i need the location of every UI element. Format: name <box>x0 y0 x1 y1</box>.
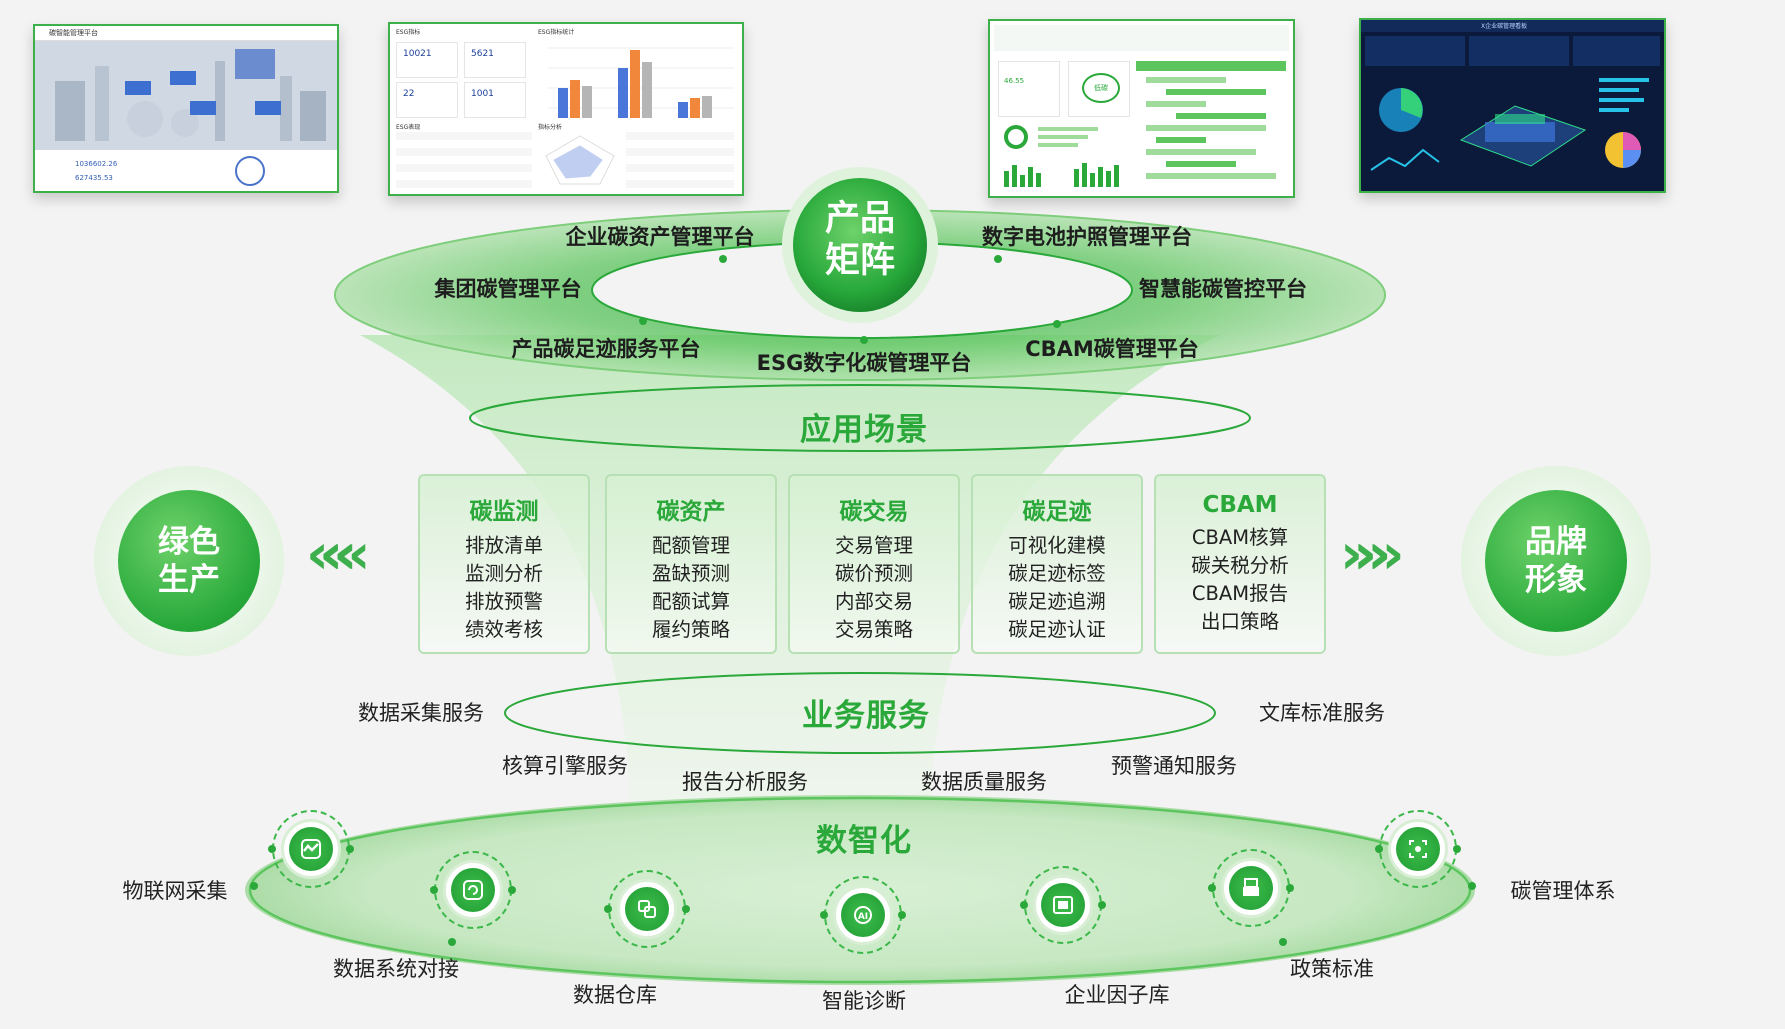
shot3-gantt <box>1136 61 1286 179</box>
shot1-value2: 627435.53 <box>75 174 113 182</box>
scenario-card: 碳足迹 可视化建模 碳足迹标签 碳足迹追溯 碳足迹认证 <box>971 474 1143 654</box>
screenshot-dark-dashboard: X企业碳管理看板 <box>1359 18 1666 193</box>
digital-label: 碳管理体系 <box>1510 879 1616 903</box>
card-item: 履约策略 <box>651 618 730 641</box>
card-title: 碳资产 <box>656 499 726 525</box>
shot2-kpi: 5621 <box>464 42 526 78</box>
card-item: 碳价预测 <box>834 562 913 585</box>
card-title: 碳监测 <box>469 499 539 525</box>
plant-illustration <box>35 41 337 151</box>
card-item: 出口策略 <box>1200 610 1279 633</box>
shot2-title3: ESG表现 <box>396 124 421 131</box>
card-item: 碳足迹标签 <box>1008 562 1106 585</box>
green-production-circle: 绿色 生产 <box>94 466 284 656</box>
brand-image-circle: 品牌 形象 <box>1461 466 1651 656</box>
digital-label: 政策标准 <box>1290 957 1374 981</box>
policy-icon <box>1208 849 1294 927</box>
shot2-title1: ESG指标 <box>396 29 421 36</box>
platform-label: CBAM碳管理平台 <box>1025 337 1199 361</box>
screenshot-plant-3d: 碳智能管理平台 1036602.26 627435.53 <box>33 24 339 193</box>
shot2-bar-chart <box>548 47 734 118</box>
card-title: CBAM <box>1202 492 1278 518</box>
platform-label: 数字电池护照管理平台 <box>982 225 1192 249</box>
scenario-card: 碳资产 配额管理 盈缺预测 配额试算 履约策略 <box>605 474 777 654</box>
scenario-card: 碳监测 排放清单 监测分析 排放预警 绩效考核 <box>418 474 590 654</box>
platform-label: ESG数字化碳管理平台 <box>756 351 972 375</box>
business-title: 业务服务 <box>802 698 930 734</box>
shot2-kpi: 1001 <box>464 82 526 118</box>
arrow-left-icon: ««« <box>306 522 370 587</box>
digital-label: 企业因子库 <box>1064 983 1170 1007</box>
database-icon <box>604 870 690 948</box>
service-label: 数据采集服务 <box>358 701 484 725</box>
card-item: 碳足迹追溯 <box>1008 590 1106 613</box>
side-line2: 形象 <box>1525 562 1587 598</box>
scenario-card: 碳交易 交易管理 碳价预测 内部交易 交易策略 <box>788 474 960 654</box>
card-item: 监测分析 <box>464 562 543 585</box>
shot2-radar <box>545 135 615 185</box>
card-title: 碳交易 <box>839 499 909 525</box>
sync-icon <box>430 851 516 929</box>
card-item: 排放清单 <box>464 534 543 557</box>
side-line1: 绿色 <box>158 524 220 560</box>
platform-label: 智慧能碳管控平台 <box>1139 277 1307 301</box>
arrow-right-icon: »»» <box>1340 522 1404 587</box>
service-label: 预警通知服务 <box>1111 754 1237 778</box>
card-item: 绩效考核 <box>464 618 543 641</box>
shot2-title2: ESG指标统计 <box>538 29 575 36</box>
service-label: 报告分析服务 <box>682 770 808 794</box>
shot2-kpi: 22 <box>396 82 458 118</box>
iot-icon <box>268 810 354 888</box>
service-label: 数据质量服务 <box>921 770 1047 794</box>
badge-line1: 产品 <box>824 199 895 239</box>
side-line2: 生产 <box>158 562 220 598</box>
shot1-title: 碳智能管理平台 <box>35 26 337 41</box>
card-item: 碳关税分析 <box>1191 554 1289 577</box>
side-line1: 品牌 <box>1525 524 1587 560</box>
card-item: 内部交易 <box>834 590 913 613</box>
shot1-value1: 1036602.26 <box>75 160 118 168</box>
shot3-badge: 低碳 <box>1082 73 1120 103</box>
shot3-bars <box>1004 125 1119 187</box>
factor-icon <box>1020 866 1106 944</box>
shot4-title: X企业碳管理看板 <box>1481 23 1528 30</box>
digital-label: 数据仓库 <box>573 983 657 1007</box>
ai-icon: AI <box>820 876 906 954</box>
scenarios-title: 应用场景 <box>800 412 928 448</box>
platform-label: 集团碳管理平台 <box>434 277 582 301</box>
card-title: 碳足迹 <box>1022 499 1092 525</box>
card-item: CBAM核算 <box>1191 526 1289 549</box>
platform-label: 产品碳足迹服务平台 <box>511 337 701 361</box>
screenshot-esg-dashboard: ESG指标 ESG指标统计 10021 5621 22 1001 ESG表现 指… <box>388 22 744 196</box>
badge-line2: 矩阵 <box>824 241 895 281</box>
card-item: 可视化建模 <box>1008 534 1106 557</box>
card-item: 配额管理 <box>651 534 730 557</box>
card-item: CBAM报告 <box>1191 582 1289 605</box>
card-item: 交易管理 <box>834 534 913 557</box>
card-item: 配额试算 <box>651 590 730 613</box>
product-matrix-badge: 产品 矩阵 <box>800 198 920 282</box>
shot2-kpi: 10021 <box>396 42 458 78</box>
card-item: 交易策略 <box>834 618 913 641</box>
digital-label: 数据系统对接 <box>333 957 459 981</box>
service-label: 核算引擎服务 <box>502 754 628 778</box>
shot2-title4: 指标分析 <box>538 124 563 131</box>
screenshot-carbon-footprint: 46.55 低碳 <box>988 19 1295 198</box>
platform-label: 企业碳资产管理平台 <box>565 225 755 249</box>
card-item: 盈缺预测 <box>651 562 730 585</box>
scenario-card: CBAM CBAM核算 碳关税分析 CBAM报告 出口策略 <box>1154 474 1326 654</box>
svg-text:AI: AI <box>858 912 868 922</box>
digital-label: 物联网采集 <box>122 879 228 903</box>
system-icon <box>1375 810 1461 888</box>
service-label: 文库标准服务 <box>1259 701 1385 725</box>
card-item: 碳足迹认证 <box>1008 618 1106 641</box>
shot4-visuals <box>1370 78 1649 171</box>
digital-label: 智能诊断 <box>822 989 906 1013</box>
digital-title: 数智化 <box>816 823 912 859</box>
card-item: 排放预警 <box>464 590 543 613</box>
shot3-value: 46.55 <box>1004 77 1025 85</box>
